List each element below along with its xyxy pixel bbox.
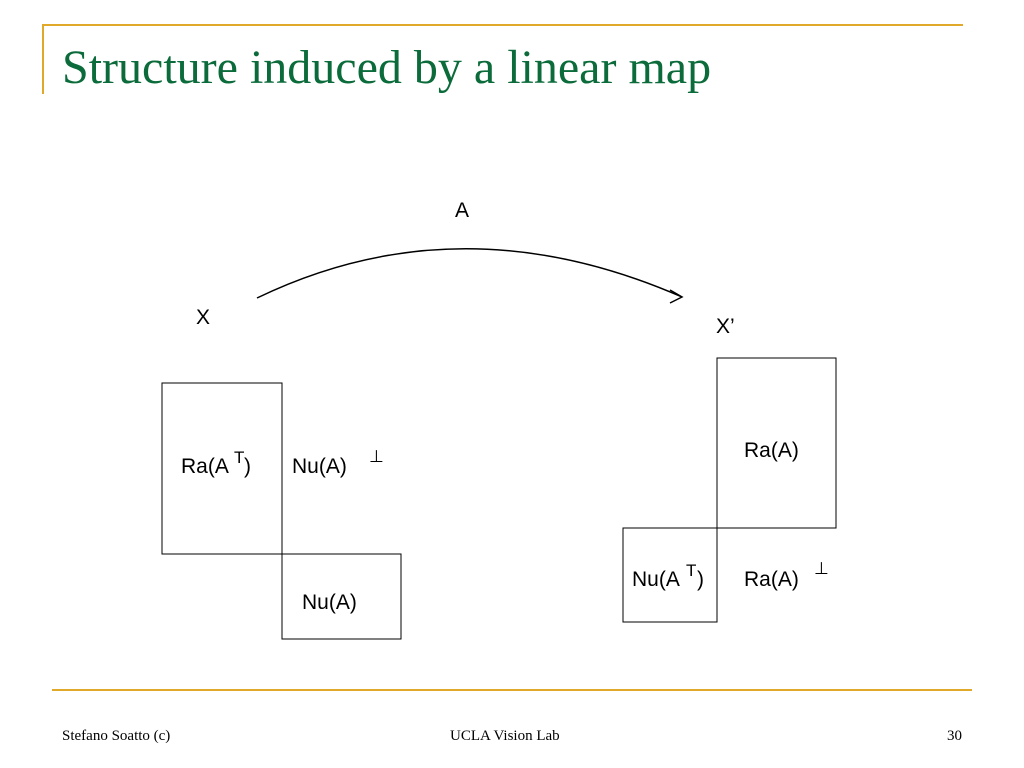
codomain-range-perp-label-sup: ⊥	[814, 559, 829, 578]
footer-lab: UCLA Vision Lab	[450, 728, 560, 744]
slide-title: Structure induced by a linear map	[62, 41, 712, 94]
codomain-range-box	[716, 357, 837, 529]
footer-divider	[52, 689, 972, 691]
domain-null-perp-label-base: Nu(A)	[292, 455, 347, 478]
domain-range-transpose-box	[161, 382, 283, 555]
title-frame-top-line	[42, 24, 963, 26]
codomain-label: X’	[716, 315, 735, 338]
domain-range-transpose-label-close: )	[244, 455, 251, 478]
footer-author: Stefano Soatto (c)	[62, 728, 171, 744]
codomain-null-transpose-label-sup: T	[686, 561, 696, 580]
map-arrow-curve	[256, 248, 683, 299]
domain-range-transpose-label-sup: T	[234, 448, 244, 467]
codomain-null-transpose-label-base: Nu(A	[632, 568, 680, 591]
map-label: A	[455, 199, 469, 222]
codomain-null-transpose-label-close: )	[697, 568, 704, 591]
map-arrow-head	[669, 289, 684, 304]
codomain-range-perp-label-base: Ra(A)	[744, 568, 799, 591]
codomain-null-transpose-box	[622, 527, 718, 623]
domain-null-perp-label-sup: ⊥	[369, 447, 384, 466]
domain-null-box	[281, 553, 402, 640]
domain-null-label: Nu(A)	[302, 591, 357, 614]
codomain-range-label: Ra(A)	[744, 439, 799, 462]
footer-page-number: 30	[947, 728, 962, 744]
title-frame-left-line	[42, 24, 44, 94]
domain-label: X	[196, 306, 210, 329]
domain-range-transpose-label-base: Ra(A	[181, 455, 229, 478]
